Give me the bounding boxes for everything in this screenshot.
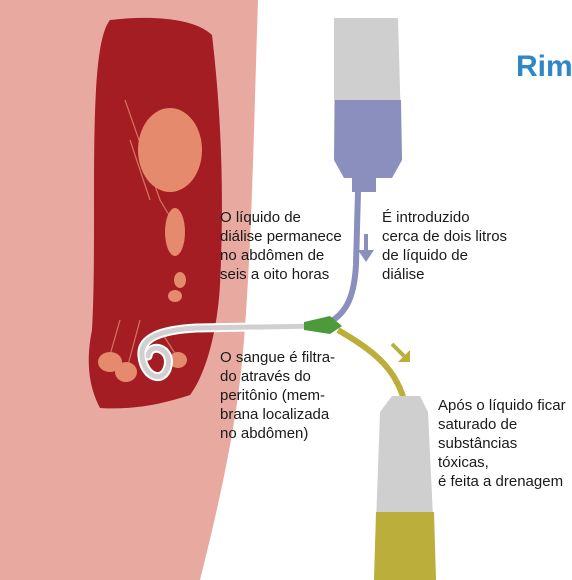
arrow-down-icon: [358, 234, 374, 262]
arrow-diagonal-icon: [392, 344, 410, 362]
label-drain: Após o líquido ficar saturado de substân…: [438, 396, 572, 491]
organ: [168, 290, 182, 302]
page-title: Rim: [516, 50, 572, 84]
label-filter: O sangue é filtra- do através do peritôn…: [220, 348, 335, 443]
organ: [174, 272, 186, 288]
label-dwell: O líquido de diálise permanece no abdôme…: [220, 208, 342, 284]
label-intro: É introduzido cerca de dois litros de lí…: [382, 208, 507, 284]
organ: [138, 108, 202, 192]
organ: [115, 362, 137, 382]
organ: [165, 208, 185, 256]
